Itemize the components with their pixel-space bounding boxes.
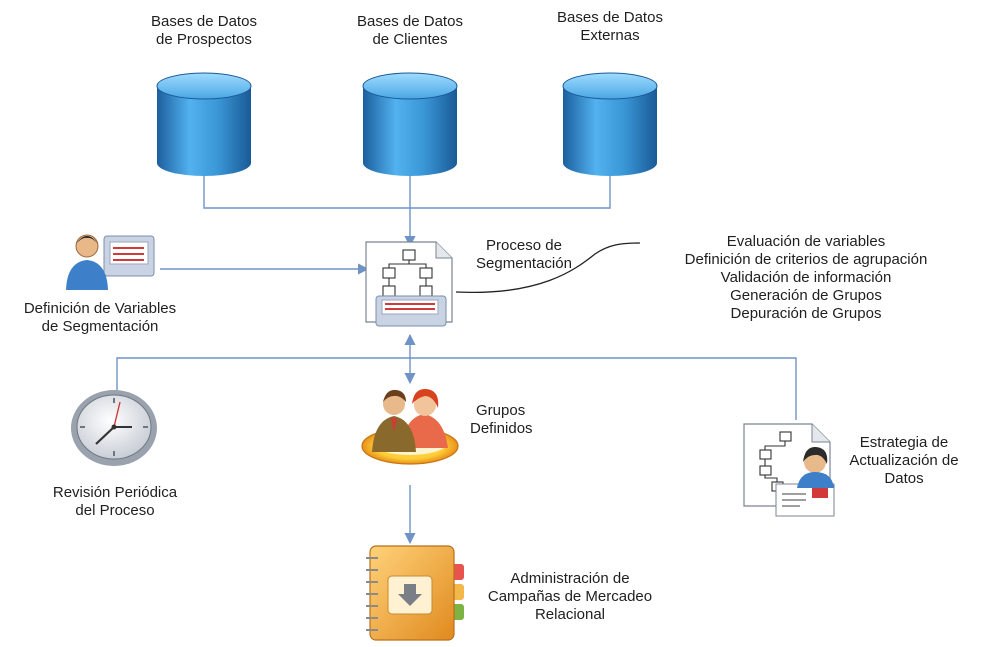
connector-prospectos: [203, 163, 410, 209]
process-document-icon: [365, 241, 453, 327]
database-label-externas: Bases de Datos Externas: [530, 9, 690, 45]
groups-label-line-2: Definidos: [470, 420, 533, 437]
database-icon-prospectos: [156, 72, 252, 176]
variables-label-line-1: Definición de Variables: [23, 300, 177, 317]
strategy-label-line-1: Estrategia de: [859, 434, 949, 451]
strategy-document-icon: [743, 423, 835, 517]
connector-review-loop: [116, 357, 797, 420]
variables-label: Definición de Variables de Segmentación: [2, 300, 198, 336]
people-group-icon: [361, 388, 459, 465]
process-label: Proceso de Segmentación: [456, 237, 592, 273]
step-item: Evaluación de variables: [726, 233, 886, 250]
connector-externas: [410, 163, 611, 209]
campaigns-label-line-3: Relacional: [534, 606, 606, 623]
campaign-binder-icon: [366, 545, 464, 641]
campaigns-label-line-1: Administración de: [510, 570, 630, 587]
process-label-line-1: Proceso de: [486, 237, 562, 254]
user-card-file-icon: [66, 234, 155, 290]
step-item: Depuración de Grupos: [730, 305, 882, 322]
database-label-line-2: Externas: [580, 27, 640, 44]
connectors: [116, 163, 797, 545]
step-item: Generación de Grupos: [730, 287, 882, 304]
database-label-line-1: Bases de Datos: [357, 13, 463, 30]
review-label-line-2: del Proceso: [75, 502, 155, 519]
review-label: Revisión Periódica del Proceso: [30, 484, 200, 520]
database-label-line-1: Bases de Datos: [151, 13, 257, 30]
database-label-prospectos: Bases de Datos de Prospectos: [134, 13, 274, 49]
strategy-label: Estrategia de Actualización de Datos: [834, 434, 974, 488]
database-label-line-1: Bases de Datos: [557, 9, 663, 26]
step-item: Validación de información: [720, 269, 892, 286]
variables-label-line-2: de Segmentación: [41, 318, 159, 335]
database-label-line-2: de Clientes: [372, 31, 448, 48]
campaigns-label: Administración de Campañas de Mercadeo R…: [470, 570, 670, 624]
database-label-line-2: de Prospectos: [156, 31, 252, 48]
database-icon-clientes: [362, 72, 458, 176]
strategy-label-line-2: Actualización de: [849, 452, 959, 469]
review-label-line-1: Revisión Periódica: [52, 484, 178, 501]
groups-label: Grupos Definidos: [470, 402, 570, 438]
strategy-label-line-3: Datos: [884, 470, 924, 487]
groups-label-line-1: Grupos: [476, 402, 526, 419]
segmentation-steps: Evaluación de variables Definición de cr…: [646, 233, 966, 323]
campaigns-label-line-2: Campañas de Mercadeo: [487, 588, 653, 605]
callout-curve: [455, 242, 641, 294]
step-item: Definición de criterios de agrupación: [684, 251, 928, 268]
database-icon-externas: [562, 72, 658, 176]
clock-icon: [71, 390, 157, 466]
process-label-line-2: Segmentación: [476, 255, 572, 272]
database-label-clientes: Bases de Datos de Clientes: [330, 13, 490, 49]
